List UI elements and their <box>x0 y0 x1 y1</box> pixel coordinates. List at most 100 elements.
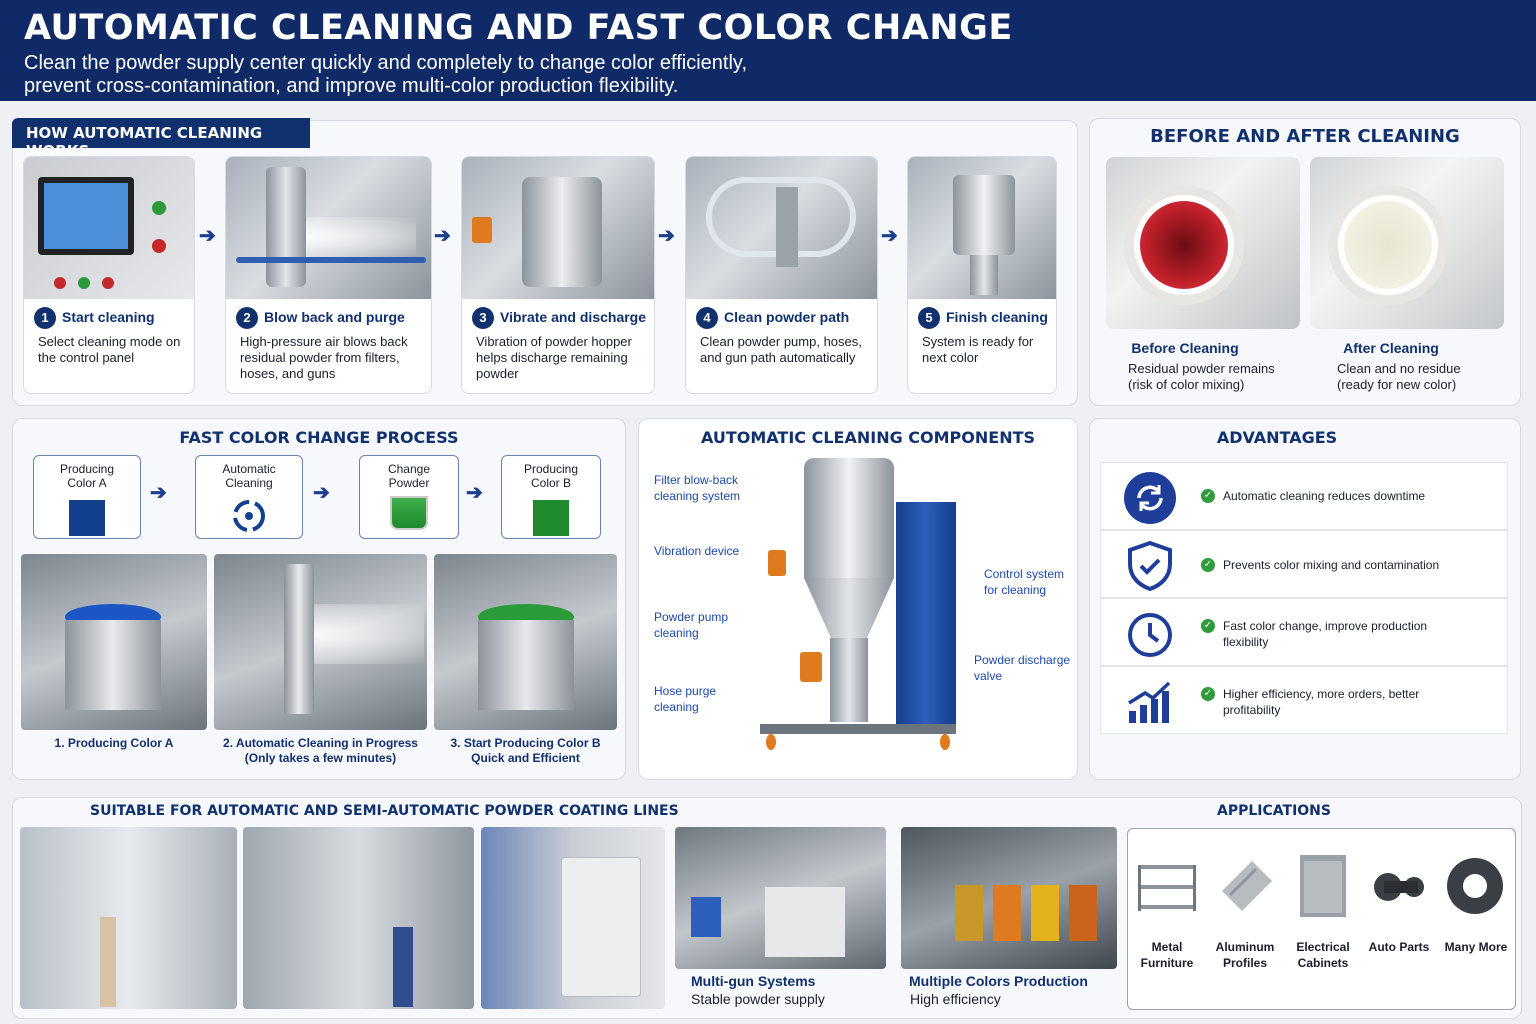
application-label-line1: Electrical <box>1296 940 1350 954</box>
cleaning-in-progress-photo <box>214 554 427 730</box>
caption-line1: 2. Automatic Cleaning in Progress <box>223 736 418 750</box>
application-label-line1: Aluminum <box>1215 940 1275 954</box>
process-box-color-a: Producing Color A <box>33 455 141 539</box>
application-label-line2: Furniture <box>1140 956 1194 970</box>
component-label-line1: Powder pump <box>654 610 729 624</box>
application-item: Auto Parts <box>1360 939 1438 955</box>
step-title: Vibrate and discharge <box>500 309 647 325</box>
advantage-text: Higher efficiency, more orders, better pr… <box>1223 686 1493 718</box>
arrow-right-icon: ➔ <box>313 482 330 504</box>
arrow-right-icon: ➔ <box>658 225 675 247</box>
step-description: Vibration of powder hopper helps dischar… <box>476 334 632 381</box>
before-after-title: BEFORE AND AFTER CLEANING <box>1150 126 1460 147</box>
producing-color-b-photo <box>434 554 617 730</box>
multi-gun-caption-desc: Stable powder supply <box>691 991 825 1007</box>
auto-part-icon <box>1374 873 1424 901</box>
aluminum-profile-icon <box>1222 861 1272 911</box>
after-cleaning-desc-1: Clean and no residue <box>1337 361 1461 376</box>
component-label-line1: Filter blow-back <box>654 473 739 487</box>
powder-center-photo <box>481 827 665 1009</box>
color-a-swatch <box>69 500 105 536</box>
fast-color-change-title: FAST COLOR CHANGE PROCESS <box>179 428 459 447</box>
process-box-change-powder: Change Powder <box>359 455 459 539</box>
step-description: Clean powder pump, hoses, and gun path a… <box>700 334 862 365</box>
page-subtitle-line2: prevent cross-contamination, and improve… <box>24 75 679 97</box>
step-number-badge: 1 <box>34 307 56 329</box>
cleaning-cycle-icon <box>233 500 265 532</box>
process-box-line2: Color A <box>67 476 107 490</box>
arrow-right-icon: ➔ <box>150 482 167 504</box>
process-box-line2: Powder <box>388 476 430 490</box>
check-icon: ✓ <box>1201 619 1215 633</box>
process-box-color-b: Producing Color B <box>501 455 601 539</box>
multiple-colors-caption-title: Multiple Colors Production <box>909 973 1088 989</box>
process-box-line1: Producing <box>59 462 115 476</box>
component-label-line2: cleaning system <box>654 489 741 503</box>
step-card-5: 5 Finish cleaning System is ready for ne… <box>907 156 1057 394</box>
application-label-line1: Metal <box>1151 940 1183 954</box>
step-title: Clean powder path <box>724 309 850 325</box>
applications-title: APPLICATIONS <box>1217 803 1331 819</box>
step-description: Select cleaning mode on the control pane… <box>38 334 181 365</box>
step-number-badge: 3 <box>472 307 494 329</box>
process-box-line1: Automatic <box>222 462 276 476</box>
advantage-item: ✓ Automatic cleaning reduces downtime <box>1100 462 1508 530</box>
caption-line1: 1. Producing Color A <box>54 736 174 750</box>
powder-path-photo <box>686 157 877 299</box>
advantage-text-line1: Higher efficiency, more orders, better <box>1223 687 1420 701</box>
arrow-right-icon: ➔ <box>199 225 216 247</box>
advantage-text: Automatic cleaning reduces downtime <box>1223 489 1426 503</box>
component-label-line2: valve <box>974 669 1003 683</box>
caption-line1: 3. Start Producing Color B <box>450 736 601 750</box>
before-cleaning-desc-1: Residual powder remains <box>1128 361 1275 376</box>
clock-refresh-icon <box>1128 613 1172 657</box>
multi-gun-caption-title: Multi-gun Systems <box>691 973 816 989</box>
spray-booth-photo-2 <box>243 827 474 1009</box>
page-title: AUTOMATIC CLEANING AND FAST COLOR CHANGE <box>24 8 1013 48</box>
component-label-filter: Filter blow-back cleaning system <box>654 472 740 504</box>
step-card-4: 4 Clean powder path Clean powder pump, h… <box>685 156 878 394</box>
after-cleaning-photo <box>1310 157 1504 329</box>
process-box-line2: Cleaning <box>225 476 273 490</box>
component-label-control: Control system for cleaning <box>984 566 1064 598</box>
application-label-line2: Cabinets <box>1297 956 1349 970</box>
control-panel-photo <box>24 157 194 299</box>
advantage-text-line2: flexibility <box>1223 635 1269 649</box>
powder-bucket-icon <box>390 496 428 530</box>
component-label-line2: for cleaning <box>984 583 1047 597</box>
application-item: Many More <box>1437 939 1515 955</box>
component-label-line2: cleaning <box>654 626 699 640</box>
suitable-lines-title: SUITABLE FOR AUTOMATIC AND SEMI-AUTOMATI… <box>90 803 679 819</box>
process-box-cleaning: Automatic Cleaning <box>195 455 303 539</box>
growth-chart-icon <box>1128 681 1171 723</box>
application-label-line1: Auto Parts <box>1368 940 1430 954</box>
component-label-line1: Control system <box>984 567 1065 581</box>
before-cleaning-desc-2: (risk of color mixing) <box>1128 377 1245 392</box>
page-subtitle-line1: Clean the powder supply center quickly a… <box>24 52 747 74</box>
caption-line2: Quick and Efficient <box>471 751 580 765</box>
process-box-line1: Producing <box>523 462 579 476</box>
process-box-line1: Change <box>387 462 431 476</box>
before-cleaning-label: Before Cleaning <box>1131 340 1239 356</box>
step-description: High-pressure air blows back residual po… <box>240 334 408 381</box>
step-card-3: 3 Vibrate and discharge Vibration of pow… <box>461 156 655 394</box>
step-number-badge: 5 <box>918 307 940 329</box>
step-title: Finish cleaning <box>946 309 1048 325</box>
after-cleaning-desc-2: (ready for new color) <box>1337 377 1457 392</box>
check-icon: ✓ <box>1201 687 1215 701</box>
before-cleaning-photo <box>1106 157 1300 329</box>
advantage-text-line2: profitability <box>1223 703 1281 717</box>
step-number-badge: 4 <box>696 307 718 329</box>
step-card-1: 1 Start cleaning Select cleaning mode on… <box>23 156 195 394</box>
component-label-line1: Vibration device <box>654 544 740 558</box>
arrow-right-icon: ➔ <box>881 225 898 247</box>
check-icon: ✓ <box>1201 558 1215 572</box>
component-label-line1: Hose purge <box>654 684 717 698</box>
